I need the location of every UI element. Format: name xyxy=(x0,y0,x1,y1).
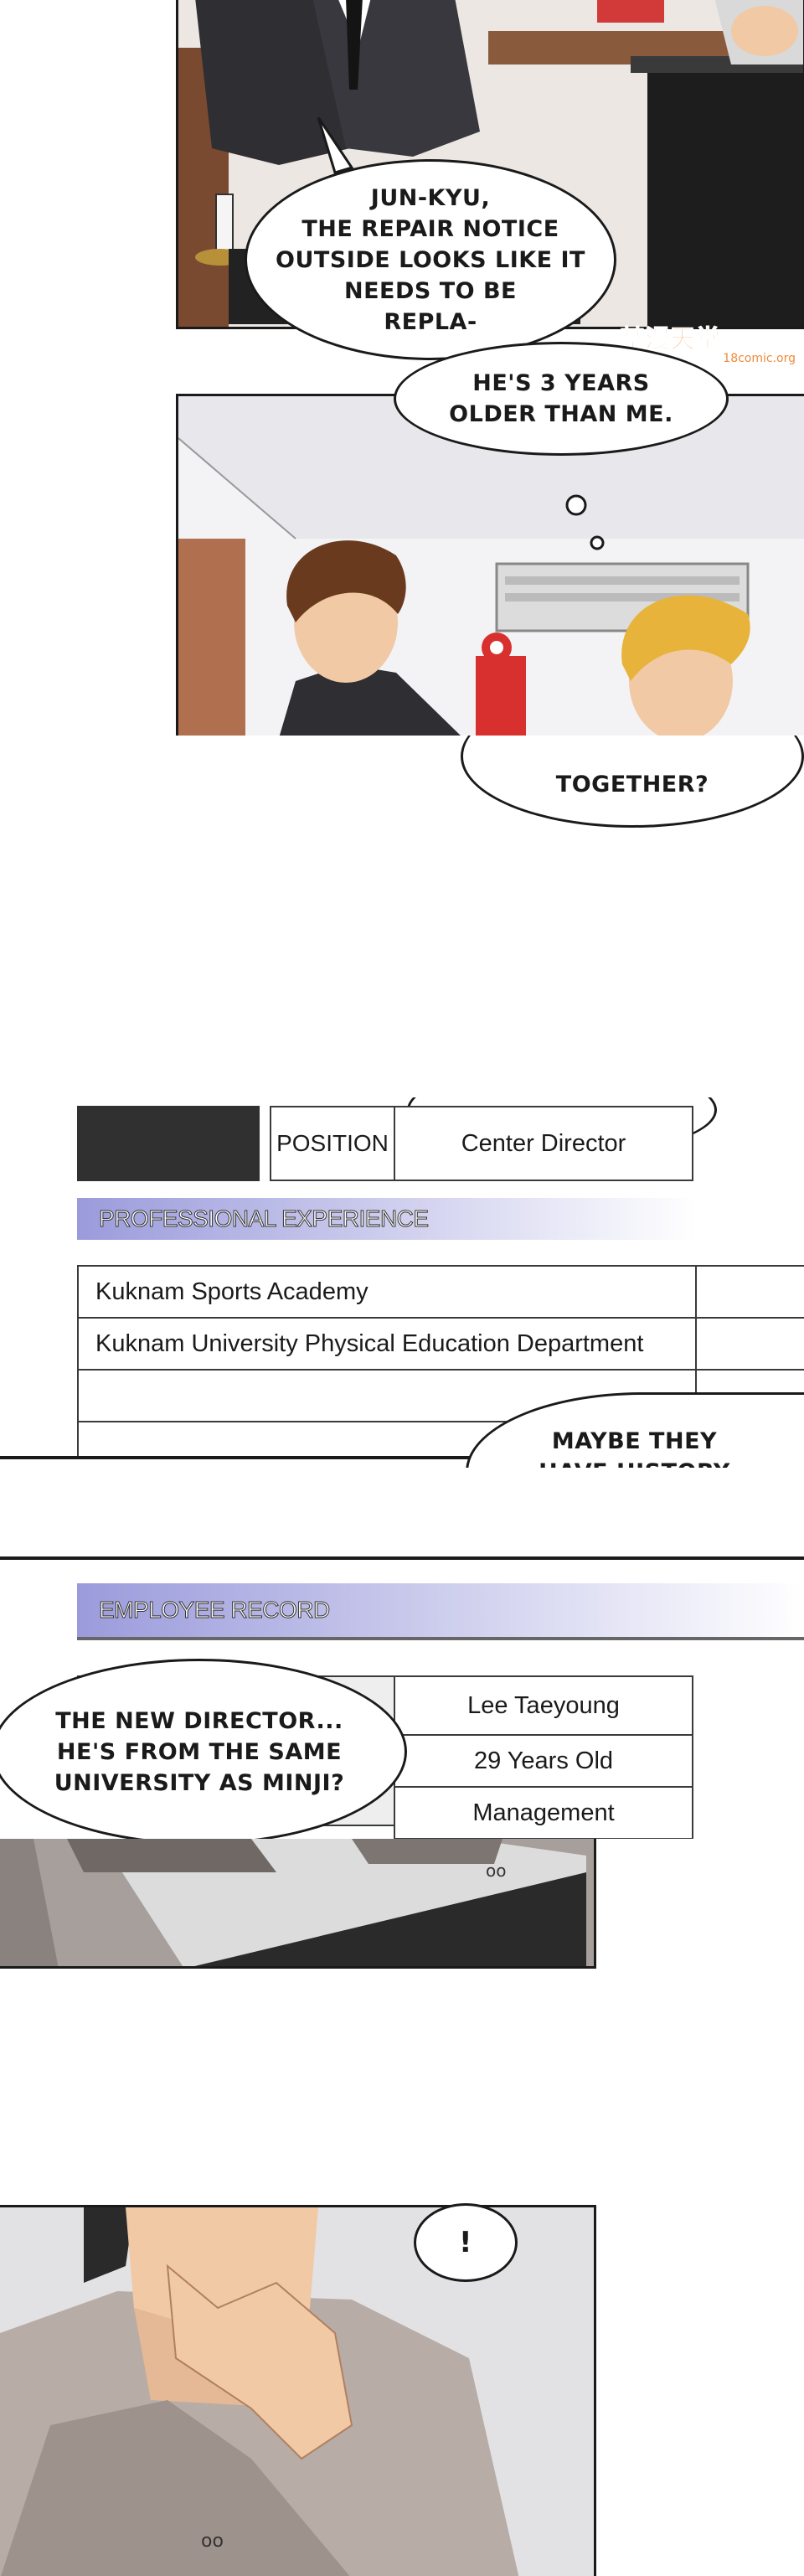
svg-text:oo: oo xyxy=(201,2531,224,2552)
bubble-line: THE NEW DIRECTOR... xyxy=(55,1707,343,1734)
bubble-line: THE REPAIR NOTICE xyxy=(302,215,559,242)
svg-text:oo: oo xyxy=(486,1861,506,1881)
photo-block xyxy=(77,1106,260,1181)
speech-bubble-older: HE'S 3 YEARS OLDER THAN ME. xyxy=(394,342,729,456)
panel-two-men xyxy=(176,394,804,736)
name-cell: Lee Taeyoung xyxy=(394,1675,693,1736)
bubble-line: OUTSIDE LOOKS LIKE IT xyxy=(276,246,585,273)
age-cell: 29 Years Old xyxy=(394,1734,693,1788)
department-cell: Management xyxy=(394,1786,693,1839)
two-men-scene xyxy=(178,396,804,736)
employee-record-header-text: EMPLOYEE RECORD xyxy=(99,1597,331,1624)
panel-border xyxy=(0,1456,519,1459)
experience-row-aside xyxy=(695,1317,804,1371)
experience-text: Kuknam University Physical Education Dep… xyxy=(95,1329,644,1357)
watermark-logo: 禁漫天堂 18comic.org xyxy=(620,318,796,369)
bubble-line: HE'S 3 YEARS xyxy=(472,370,650,396)
employee-name: Lee Taeyoung xyxy=(467,1691,620,1719)
office-scene xyxy=(178,0,803,327)
desk-scene: oo xyxy=(0,1839,594,1966)
speech-bubble-together-clip: TOGETHER? xyxy=(461,736,804,828)
bubble-line: NEEDS TO BE xyxy=(343,277,518,304)
thinking-scene: oo xyxy=(0,2207,594,2576)
panel-desk: oo xyxy=(0,1839,596,1969)
bubble-line: JUN-KYU, xyxy=(370,184,491,211)
experience-header: PROFESSIONAL EXPERIENCE xyxy=(77,1198,697,1240)
employee-age: 29 Years Old xyxy=(473,1747,614,1774)
bubble-line: REPLA- xyxy=(384,308,477,335)
experience-header-text: PROFESSIONAL EXPERIENCE xyxy=(99,1205,430,1232)
speech-bubble-new-director: THE NEW DIRECTOR... HE'S FROM THE SAME U… xyxy=(0,1659,407,1845)
bubble-tail xyxy=(317,117,354,174)
position-label: POSITION xyxy=(276,1130,389,1156)
panel-office-suit xyxy=(176,0,804,329)
experience-row-aside xyxy=(695,1265,804,1319)
experience-row: Kuknam University Physical Education Dep… xyxy=(77,1317,697,1371)
bubble-line: TOGETHER? xyxy=(555,772,709,798)
position-label-cell: POSITION xyxy=(270,1106,395,1181)
experience-text: Kuknam Sports Academy xyxy=(95,1278,368,1305)
bubble-line: ! xyxy=(458,2226,472,2259)
position-value: Center Director xyxy=(461,1129,626,1157)
bubble-line: HE'S FROM THE SAME xyxy=(56,1738,343,1765)
employee-record-header: EMPLOYEE RECORD xyxy=(77,1583,804,1640)
panel-gap xyxy=(466,1468,804,1560)
experience-row: Kuknam Sports Academy xyxy=(77,1265,697,1319)
employee-department: Management xyxy=(472,1799,615,1826)
bubble-line: UNIVERSITY AS MINJI? xyxy=(54,1769,345,1796)
speech-bubble-together: TOGETHER? xyxy=(461,736,804,828)
bubble-line: MAYBE THEY xyxy=(551,1428,718,1454)
bubble-line: OLDER THAN ME. xyxy=(449,401,673,427)
speech-bubble-exclaim: ! xyxy=(414,2203,518,2282)
position-value-cell: Center Director xyxy=(394,1106,693,1181)
speech-bubble-repair-notice: JUN-KYU, THE REPAIR NOTICE OUTSIDE LOOKS… xyxy=(245,159,616,360)
watermark-sub: 18comic.org xyxy=(723,352,796,365)
